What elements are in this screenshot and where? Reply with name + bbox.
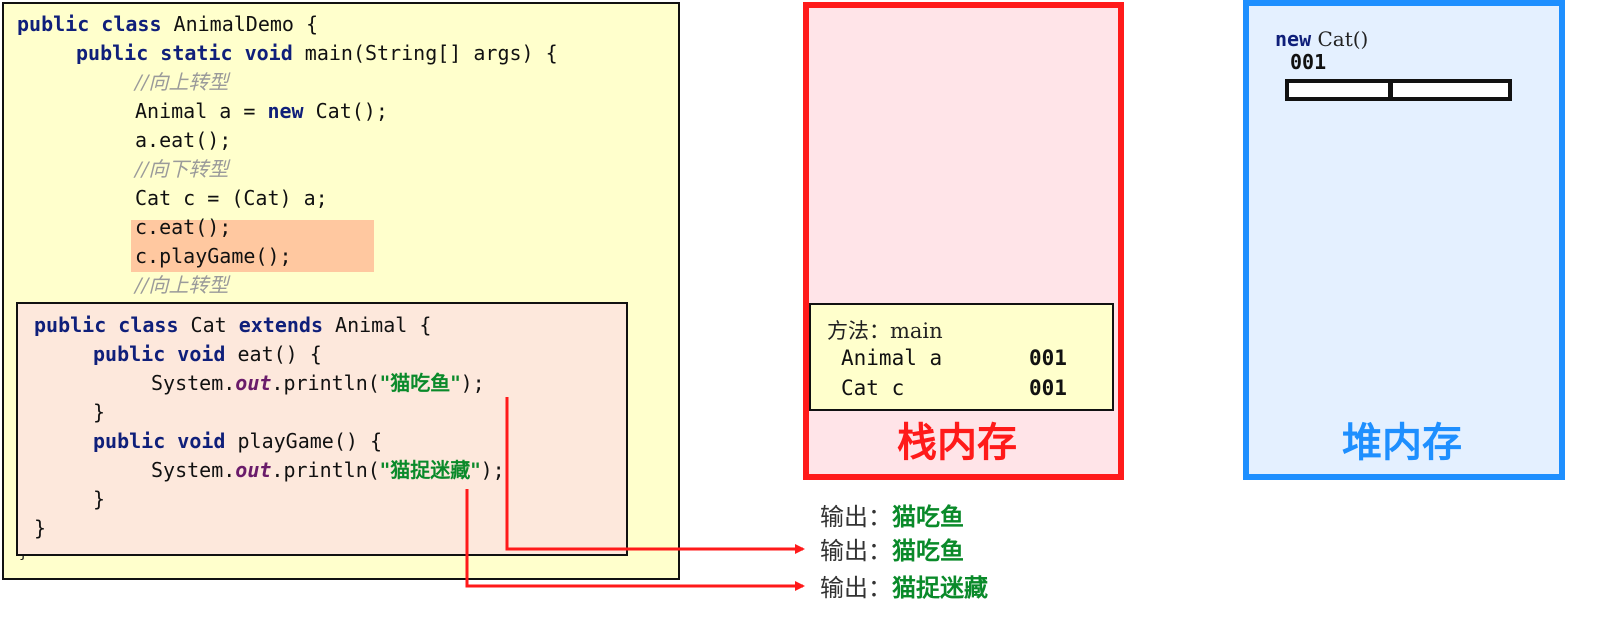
cat-line-playgame-print: System.out.println("猫捉迷藏"); [151,458,505,482]
cat-line-playgame-decl: public void playGame() { [93,429,382,453]
code-comment-upcast-2: //向上转型 [135,273,229,297]
cat-line-class-decl: public class Cat extends Animal { [34,313,432,337]
stack-memory-title: 栈内存 [897,420,1017,466]
frame-var-value-a: 001 [1029,346,1067,370]
heap-object-label: new Cat() [1275,27,1369,51]
code-comment-upcast: //向上转型 [135,70,229,94]
output-line-1: 输出：猫吃鱼 [820,502,964,531]
code-comment-downcast: //向下转型 [135,157,229,181]
downcast-call-highlight [131,220,374,272]
frame-var-value-c: 001 [1029,376,1067,400]
output-line-3: 输出：猫捉迷藏 [820,573,988,602]
code-line-c-eat: c.eat(); [135,215,232,239]
code-line-class-decl: public class AnimalDemo { [17,12,319,36]
main-stack-frame: 方法：main Animal a 001 Cat c 001 [809,303,1114,411]
heap-object-block-divider [1388,79,1393,101]
frame-var-name-c: Cat c [841,376,905,400]
code-line-downcast: Cat c = (Cat) a; [135,186,328,210]
code-line-a-eat: a.eat(); [135,128,232,152]
code-line-main-decl: public static void main(String[] args) { [76,41,558,65]
cat-line-playgame-close: } [93,487,106,511]
heap-object-address: 001 [1290,50,1327,74]
cat-line-eat-decl: public void eat() { [93,342,322,366]
frame-method-label: 方法：main [827,319,943,343]
output-line-2: 输出：猫吃鱼 [820,536,964,565]
cat-line-eat-close: } [93,400,106,424]
heap-object-block [1285,79,1512,101]
cat-line-eat-print: System.out.println("猫吃鱼"); [151,371,485,395]
code-line-upcast: Animal a = new Cat(); [135,99,388,123]
frame-var-name-a: Animal a [841,346,943,370]
code-line-c-playgame: c.playGame(); [135,244,292,268]
heap-memory-title: 堆内存 [1342,420,1462,466]
cat-line-class-close: } [34,516,47,540]
